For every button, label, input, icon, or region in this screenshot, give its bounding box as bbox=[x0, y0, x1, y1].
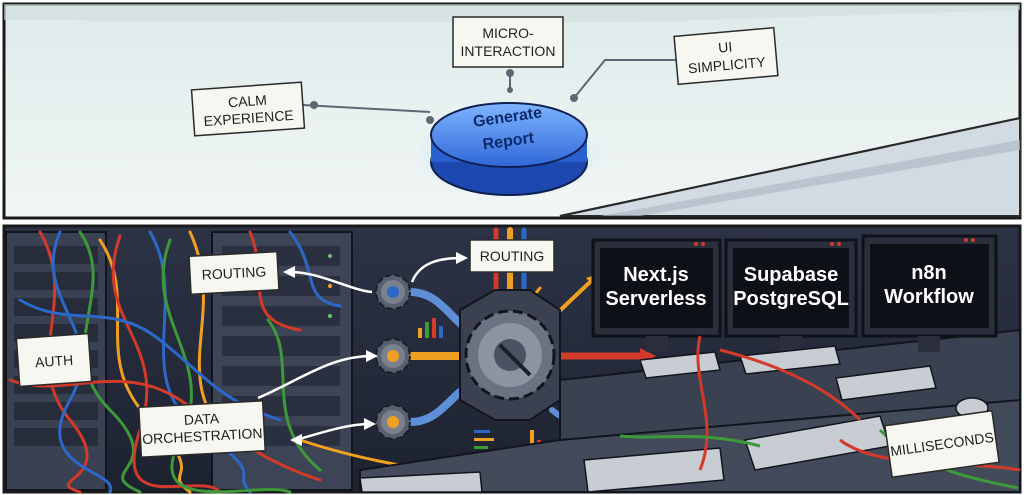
desk-cables bbox=[619, 335, 1021, 490]
monitor-supabase: Supabase PostgreSQL bbox=[724, 238, 858, 352]
svg-text:SIMPLICITY: SIMPLICITY bbox=[687, 54, 767, 77]
svg-text:DATA: DATA bbox=[183, 410, 220, 428]
monitor-nextjs: Next.js Serverless bbox=[591, 238, 722, 352]
svg-text:CALM: CALM bbox=[227, 92, 267, 111]
monitor-nextjs-line1: Next.js bbox=[623, 264, 689, 286]
label-calm-experience: CALM EXPERIENCE bbox=[190, 81, 306, 137]
monitor-supabase-line2: PostgreSQL bbox=[733, 288, 849, 310]
bottom-panel: Next.js Serverless Supabase PostgreSQL n… bbox=[2, 224, 1022, 494]
svg-text:EXPERIENCE: EXPERIENCE bbox=[203, 107, 294, 129]
label-auth: AUTH bbox=[15, 332, 93, 388]
generate-report-button[interactable]: Generate Report bbox=[414, 102, 604, 197]
label-ui-simplicity: UI SIMPLICITY bbox=[673, 26, 779, 86]
flow-arrows bbox=[257, 252, 468, 446]
svg-text:AUTH: AUTH bbox=[34, 352, 73, 371]
keyboards bbox=[359, 345, 989, 493]
label-data-orchestration: DATA ORCHESTRATION bbox=[137, 400, 267, 458]
svg-text:INTERACTION: INTERACTION bbox=[461, 43, 556, 59]
top-panel: Generate Report CALM EXPERIENCE MICRO- I… bbox=[2, 2, 1022, 220]
gear-small-bottom-icon bbox=[375, 404, 411, 440]
monitor-n8n-line2: Workflow bbox=[884, 286, 974, 308]
gear-small-middle-icon bbox=[375, 338, 411, 374]
svg-text:UI: UI bbox=[718, 38, 733, 55]
label-milliseconds: MILLISECONDS bbox=[884, 409, 1000, 479]
svg-text:ORCHESTRATION: ORCHESTRATION bbox=[142, 425, 263, 447]
monitor-n8n: n8n Workflow bbox=[861, 234, 998, 352]
label-micro-interaction: MICRO- INTERACTION bbox=[452, 16, 564, 68]
central-gear-icon bbox=[459, 289, 561, 421]
monitor-nextjs-line2: Serverless bbox=[605, 288, 706, 310]
monitor-n8n-line1: n8n bbox=[911, 262, 947, 284]
svg-text:ROUTING: ROUTING bbox=[201, 263, 266, 282]
label-routing-left: ROUTING bbox=[188, 250, 280, 296]
svg-text:MICRO-: MICRO- bbox=[482, 25, 534, 41]
gear-small-top-icon bbox=[375, 274, 411, 310]
monitor-supabase-line1: Supabase bbox=[744, 264, 838, 286]
svg-text:ROUTING: ROUTING bbox=[480, 248, 545, 264]
label-routing-top: ROUTING bbox=[469, 239, 555, 273]
mini-bar-chart-icon bbox=[418, 318, 443, 338]
